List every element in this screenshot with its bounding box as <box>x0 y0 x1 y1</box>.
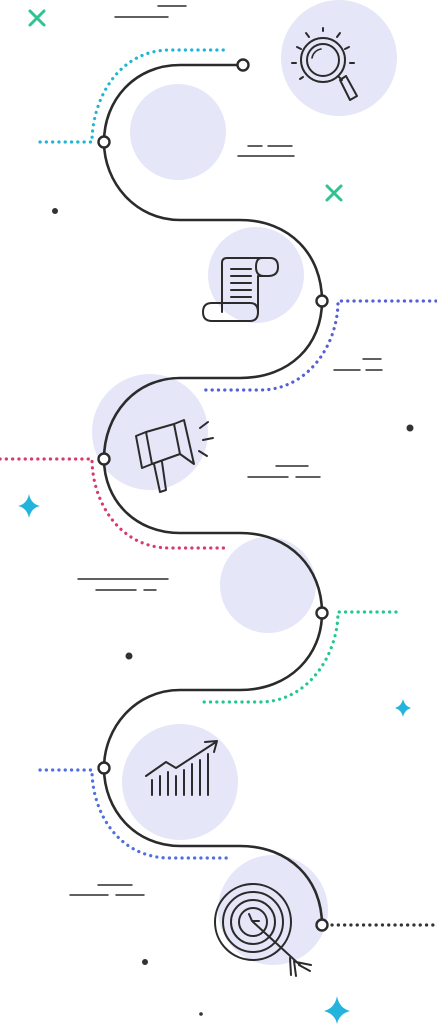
placeholder-text-lines <box>69 5 383 896</box>
step-node-6 <box>315 918 329 932</box>
dot <box>52 208 58 214</box>
target-icon <box>214 883 312 977</box>
cross-icon <box>28 9 46 27</box>
blob-step-4 <box>220 537 316 633</box>
connector-cyan <box>38 48 230 144</box>
dot <box>406 424 414 432</box>
step-nodes <box>97 58 329 932</box>
dot <box>199 1012 203 1016</box>
icons <box>135 27 358 977</box>
step-node-5 <box>97 761 111 775</box>
sparkle-icon <box>395 699 411 717</box>
magnifier-icon <box>291 27 358 101</box>
dot <box>142 959 148 965</box>
step-node-start <box>236 58 250 72</box>
growth-chart-icon <box>145 740 218 796</box>
dot <box>125 652 133 660</box>
step-node-1 <box>97 135 111 149</box>
timeline-path <box>102 63 324 927</box>
step-node-2 <box>315 294 329 308</box>
step-node-3 <box>97 452 111 466</box>
dotted-connectors <box>0 48 437 927</box>
document-scroll-icon <box>202 257 279 322</box>
megaphone-icon <box>135 419 214 493</box>
decorations <box>18 9 414 1024</box>
step-node-4 <box>315 606 329 620</box>
connector-green <box>198 610 398 704</box>
connector-blue <box>198 299 437 392</box>
blob-left-1 <box>130 84 226 180</box>
blob-step-5 <box>122 724 238 840</box>
blob-step-2 <box>208 227 304 323</box>
cross-icon <box>325 184 343 202</box>
blob-step-3 <box>92 374 208 490</box>
sparkle-icon <box>324 996 350 1024</box>
sparkle-icon <box>18 494 40 518</box>
connector-red <box>0 457 230 550</box>
blob-step-6 <box>218 855 328 965</box>
background-blobs <box>92 0 397 965</box>
